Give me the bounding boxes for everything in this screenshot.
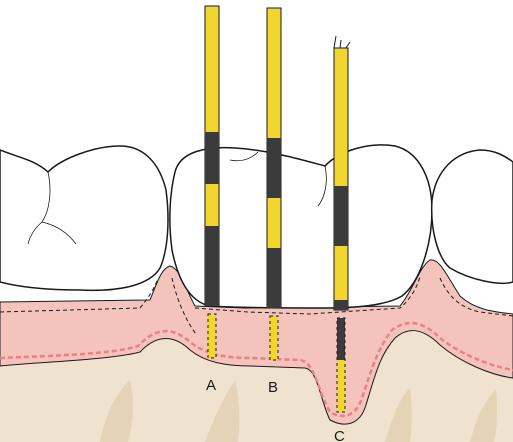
- probe-a-label: A: [206, 377, 216, 394]
- probe-b: [267, 8, 281, 360]
- probe-b-label: B: [268, 379, 278, 396]
- tooth-right: [432, 150, 513, 283]
- probe-a: [205, 6, 219, 358]
- probe-c-label: C: [334, 428, 345, 442]
- tooth-left: [0, 146, 168, 290]
